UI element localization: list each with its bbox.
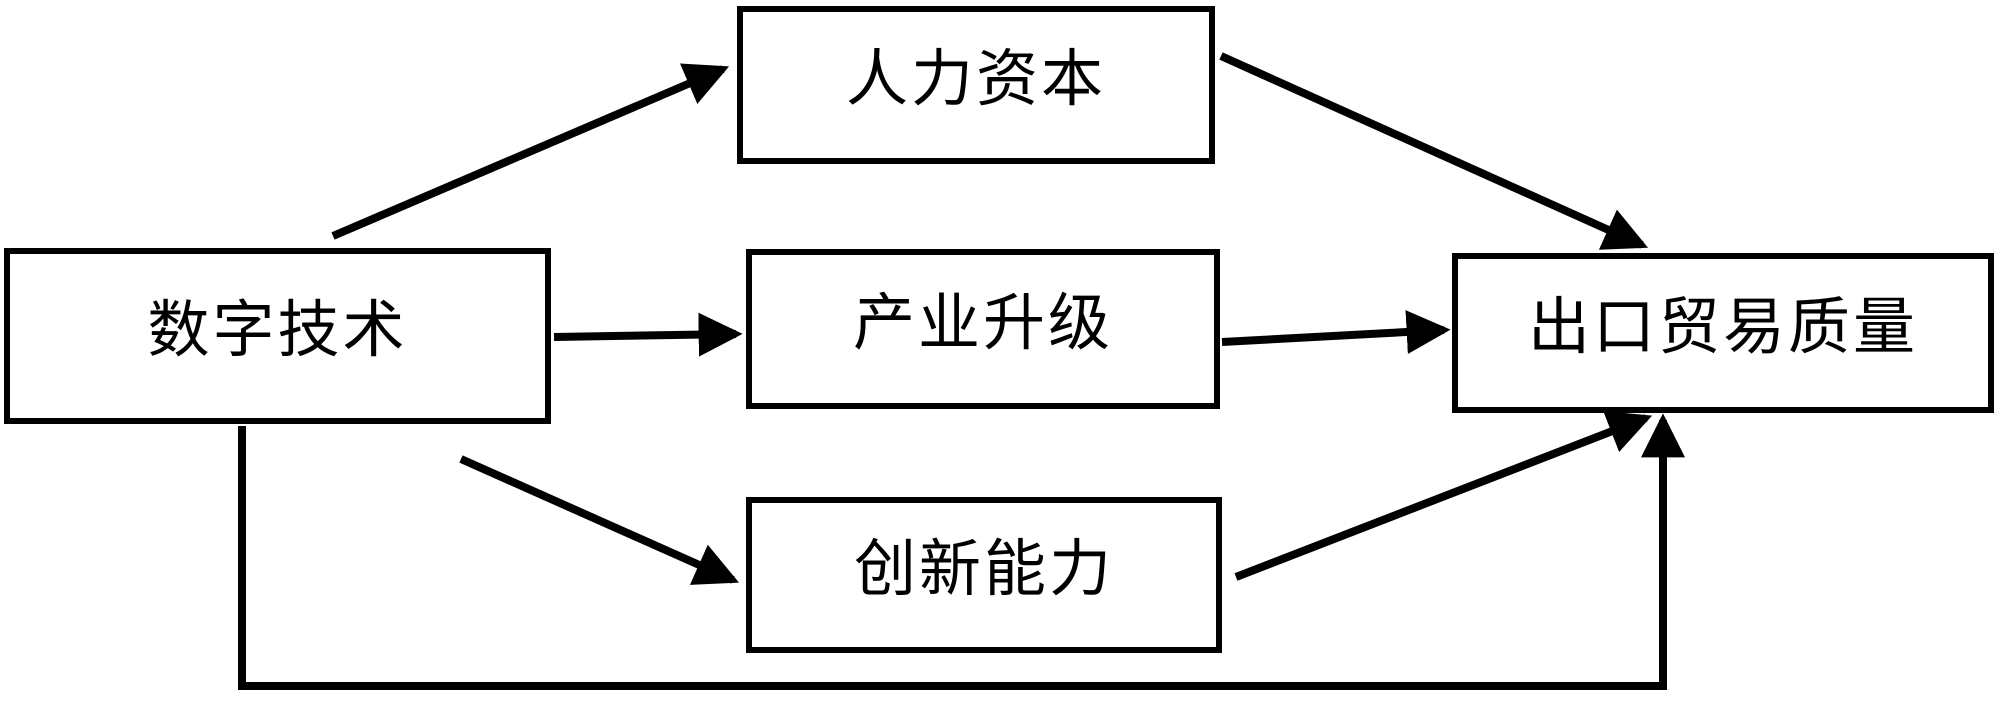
node-human-capital: 人力资本: [737, 6, 1215, 164]
edge-digital-technology-to-industrial-upgrading: [553, 312, 743, 357]
node-human-capital-label: 人力资本: [845, 45, 1106, 114]
edge-innovation-capability-to-export-trade-quality: [1234, 411, 1653, 581]
edge-digital-technology-to-export-trade-quality-direct: [238, 413, 1685, 690]
edge-digital-technology-to-human-capital: [331, 63, 730, 240]
node-innovation-capability: 创新能力: [746, 497, 1222, 653]
edge-industrial-upgrading-to-export-trade-quality: [1221, 310, 1451, 354]
node-digital-technology: 数字技术: [4, 248, 551, 424]
node-export-trade-quality-label: 出口贸易质量: [1527, 293, 1918, 362]
node-industrial-upgrading-label: 产业升级: [852, 289, 1113, 358]
node-digital-technology-label: 数字技术: [147, 296, 408, 365]
node-innovation-capability-label: 创新能力: [853, 535, 1114, 604]
edge-digital-technology-to-innovation-capability: [459, 455, 740, 585]
edge-human-capital-to-export-trade-quality: [1219, 52, 1649, 250]
node-export-trade-quality: 出口贸易质量: [1452, 253, 1994, 413]
node-industrial-upgrading: 产业升级: [746, 249, 1220, 409]
